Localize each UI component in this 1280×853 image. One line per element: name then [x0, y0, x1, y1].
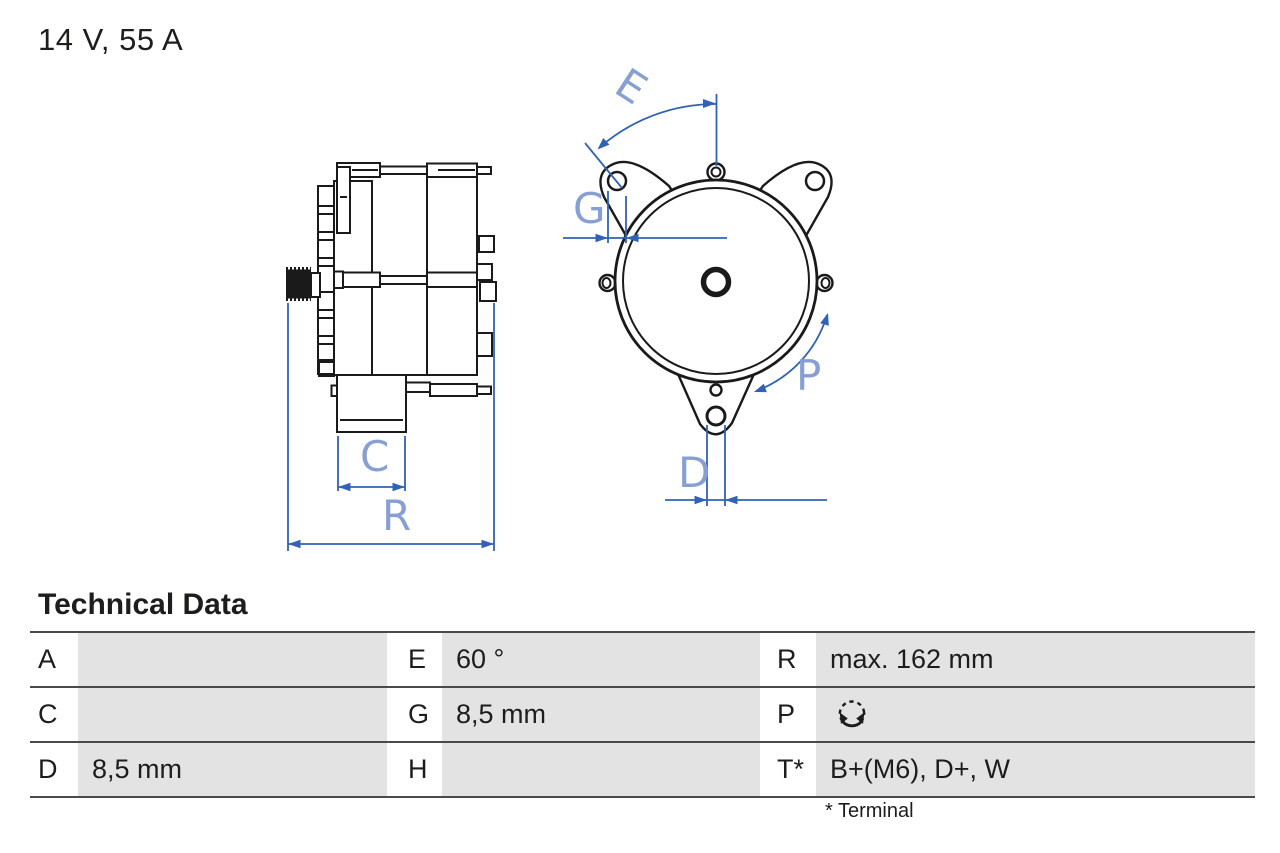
left-tab-hole: [601, 277, 612, 289]
d-extension-lines: [706, 425, 726, 506]
cell-label-d: D: [30, 743, 78, 796]
bottom-ear-large-hole: [705, 405, 727, 427]
e-extension-diagonal: [584, 142, 623, 189]
dim-label-d: D: [678, 448, 710, 497]
dim-label-p: P: [796, 351, 821, 400]
technical-data-heading: Technical Data: [38, 588, 248, 621]
b-plus-terminal: [476, 263, 493, 281]
left-ear-hole: [606, 170, 628, 192]
cell-label-e: E: [387, 633, 442, 686]
cell-value-t: B+(M6), D+, W: [816, 743, 1255, 796]
housing-inner-circle: [622, 187, 810, 375]
cell-value-p: [816, 688, 1255, 741]
front-view-dimensions: [563, 94, 828, 506]
page-title: 14 V, 55 A: [38, 22, 184, 57]
brush-holder: [336, 166, 351, 234]
cell-label-c: C: [30, 688, 78, 741]
cell-value-e: 60 °: [442, 633, 760, 686]
cell-label-h: H: [387, 743, 442, 796]
p-rotation-arc: [755, 314, 828, 392]
top-bolt-tip: [476, 166, 492, 175]
dim-label-g: G: [573, 184, 606, 233]
cell-label-r: R: [760, 633, 816, 686]
top-tab: [706, 162, 726, 182]
cell-label-a: A: [30, 633, 78, 686]
cell-label-g: G: [387, 688, 442, 741]
e-angle-arc: [598, 103, 717, 149]
right-tab-hole: [820, 277, 831, 289]
right-ear-hole: [804, 170, 826, 192]
table-row: A E 60 ° R max. 162 mm: [30, 633, 1255, 688]
bottom-ear-small-hole: [709, 383, 723, 397]
mounting-foot: [336, 374, 407, 433]
middle-bolt-head: [342, 271, 381, 288]
front-view-drawing: E G P D: [563, 58, 834, 506]
cell-value-h: [442, 743, 760, 796]
cell-value-a: [78, 633, 387, 686]
g-extension-lines: [607, 191, 627, 243]
shaft-center-hole: [700, 266, 732, 298]
stud-upper: [478, 235, 495, 253]
side-view-drawing: C R: [286, 162, 497, 551]
cell-value-d: 8,5 mm: [78, 743, 387, 796]
rotation-direction-icon: [838, 699, 866, 727]
housing-outer-circle: [613, 178, 819, 384]
table-row: D 8,5 mm H T* B+(M6), D+, W: [30, 743, 1255, 796]
cell-label-p: P: [760, 688, 816, 741]
dim-label-e: E: [607, 58, 656, 114]
cell-value-r: max. 162 mm: [816, 633, 1255, 686]
c-extension-lines: [337, 436, 406, 491]
bottom-mounting-ear: [676, 372, 756, 436]
terminal-footnote: * Terminal: [825, 800, 914, 822]
cell-value-g: 8,5 mm: [442, 688, 760, 741]
dim-label-r: R: [382, 491, 411, 540]
top-tab-hole: [710, 166, 722, 178]
technical-data-table: A E 60 ° R max. 162 mm C G 8,5 mm P: [30, 631, 1255, 798]
table-row: C G 8,5 mm P: [30, 688, 1255, 743]
cell-value-c: [78, 688, 387, 741]
dim-label-c: C: [360, 432, 389, 481]
alternator-technical-drawing: C R: [286, 58, 834, 551]
bottom-bolt-head: [429, 383, 478, 397]
stud-lower: [476, 332, 493, 357]
cell-label-t: T*: [760, 743, 816, 796]
threaded-shaft: [286, 269, 311, 299]
